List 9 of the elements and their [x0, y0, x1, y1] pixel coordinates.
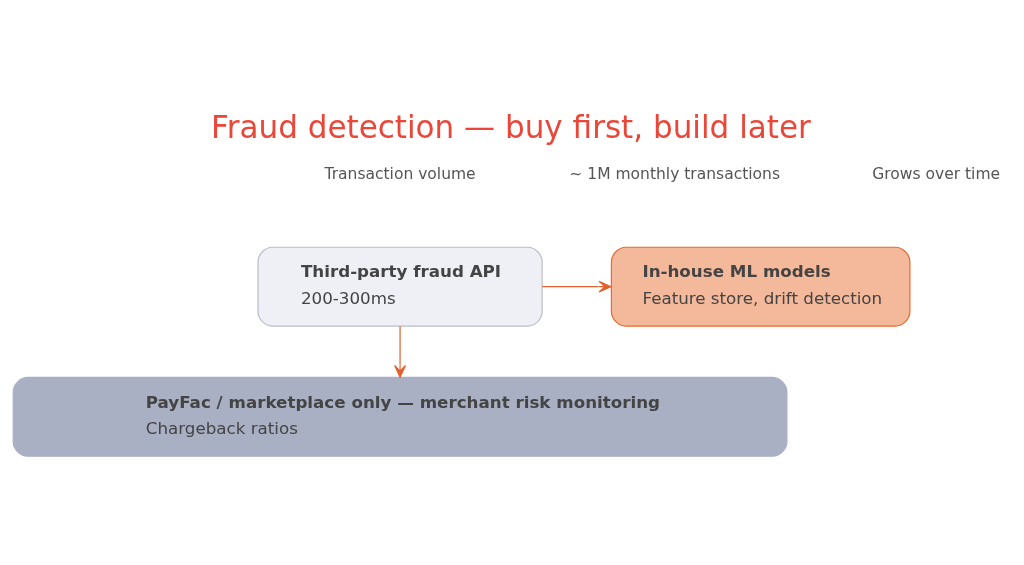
- arrow: [541, 280, 612, 293]
- node-box: In-house ML models Feature store, drift detection: [610, 246, 911, 327]
- arrow: [394, 325, 407, 378]
- label: Transaction volume: [324, 164, 476, 183]
- node-box: Third-party fraud API 200-300ms: [257, 246, 543, 327]
- label: Grows over time: [872, 164, 1001, 183]
- label: ~ 1M monthly transactions: [569, 164, 780, 183]
- diagram-title: Fraud detection — buy first, build later: [211, 109, 811, 146]
- node-box: PayFac / marketplace only — merchant risk monitoring Chargeback ratios: [12, 376, 788, 457]
